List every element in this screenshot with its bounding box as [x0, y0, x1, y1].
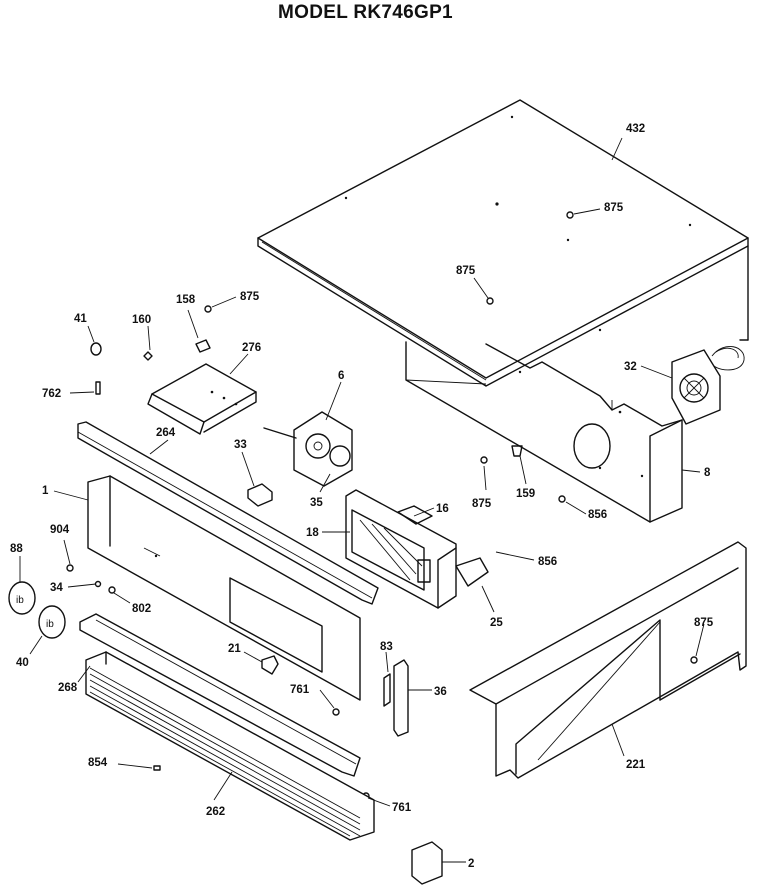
callout-25: 25: [490, 617, 503, 629]
callout-158: 158: [176, 294, 196, 306]
callout-262: 262: [206, 806, 225, 818]
callout-35: 35: [310, 497, 323, 509]
timer-6: [263, 411, 353, 487]
trim-264: [77, 421, 379, 605]
vent-grille-262: [85, 651, 375, 841]
callout-33: 33: [234, 439, 247, 451]
end-cap-2: [411, 841, 443, 885]
callout-1: 1: [42, 485, 49, 497]
knob-88: ib: [8, 581, 36, 615]
callout-875-bracket: 875: [240, 291, 260, 303]
callout-875-board: 875: [472, 498, 492, 510]
leader-lines: [19, 137, 705, 863]
callout-36: 36: [434, 686, 447, 698]
body-panel-8: [405, 341, 683, 523]
switch-33: [247, 483, 273, 507]
callout-802: 802: [132, 603, 151, 615]
callout-6: 6: [338, 370, 344, 382]
svg-text:ib: ib: [46, 619, 54, 630]
callout-159: 159: [516, 488, 535, 500]
bracket-276: [147, 363, 257, 435]
callout-761-lower: 761: [392, 802, 412, 814]
callout-18: 18: [306, 527, 319, 539]
callout-268: 268: [58, 682, 78, 694]
callout-2: 2: [468, 858, 474, 870]
callout-40: 40: [16, 657, 29, 669]
fan-motor-32: [671, 346, 745, 425]
callout-8: 8: [704, 467, 711, 479]
callout-221: 221: [626, 759, 646, 771]
callout-875-top: 875: [604, 202, 624, 214]
callout-762: 762: [42, 388, 61, 400]
hardware-bits: [66, 211, 698, 800]
callout-34: 34: [50, 582, 63, 594]
svg-text:ib: ib: [16, 595, 24, 606]
clip-21: [261, 655, 279, 675]
top-cover-432: [257, 99, 749, 387]
callout-16: 16: [436, 503, 449, 515]
callout-32: 32: [624, 361, 637, 373]
knob-40: ib: [38, 605, 66, 639]
callout-83: 83: [380, 641, 393, 653]
callout-88: 88: [10, 543, 23, 555]
side-bracket-221: [469, 541, 747, 779]
callout-160: 160: [132, 314, 151, 326]
callout-432: 432: [626, 123, 645, 135]
callout-856-board: 856: [538, 556, 557, 568]
callout-labels: 432 875 875 875 41 160 158 276 762 6 32 …: [10, 123, 714, 870]
callout-21: 21: [228, 643, 241, 655]
callout-276: 276: [242, 342, 261, 354]
callout-41: 41: [74, 313, 87, 325]
callout-761-upper: 761: [290, 684, 310, 696]
callout-856-body: 856: [588, 509, 607, 521]
strip-36: [383, 659, 409, 737]
callout-875-side: 875: [694, 617, 714, 629]
diagram-title-bar: MODEL RK746GP1: [0, 0, 768, 26]
callout-904: 904: [50, 524, 70, 536]
model-title: MODEL RK746GP1: [278, 2, 453, 23]
callout-875-cover: 875: [456, 265, 476, 277]
callout-264: 264: [156, 427, 176, 439]
control-panel-1: [87, 475, 361, 701]
trim-268: [79, 613, 361, 777]
callout-854: 854: [88, 757, 108, 769]
board-16: [345, 489, 489, 609]
